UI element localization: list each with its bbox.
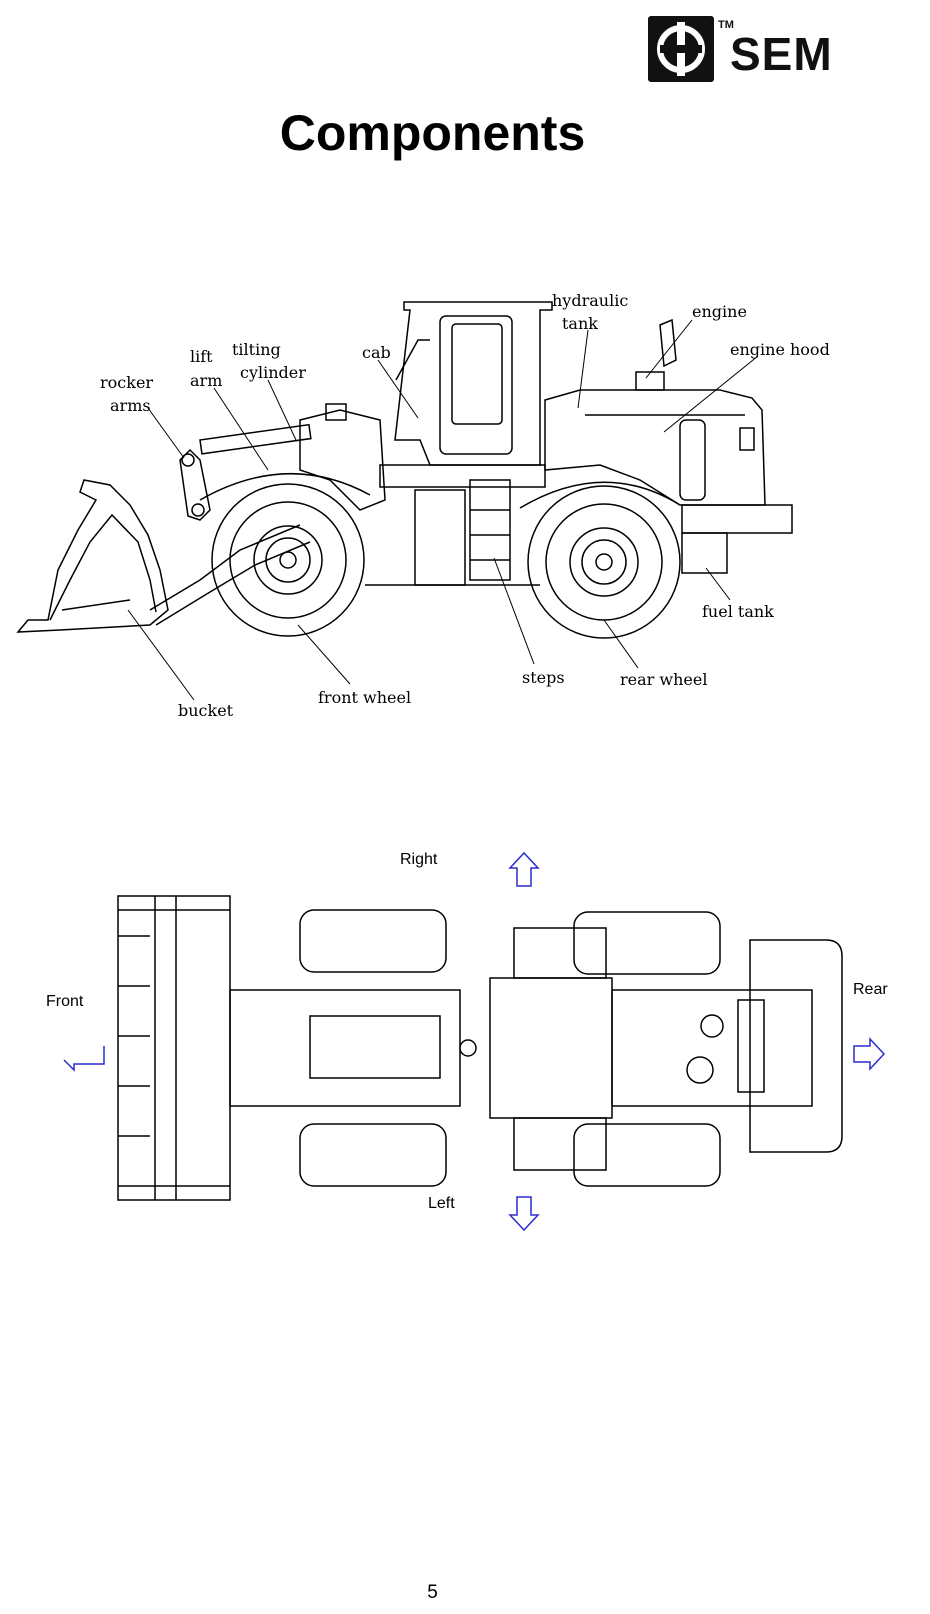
label-rear-wheel: rear wheel — [620, 670, 707, 689]
top-counterweight-shape — [749, 939, 843, 1153]
label-lift-arm-line2: arm — [190, 371, 222, 390]
label-direction-front: Front — [46, 993, 84, 1010]
engine-cap-shape — [635, 371, 665, 391]
mid-tank-shape — [414, 489, 466, 586]
sem-logo: SEM TM — [648, 16, 833, 82]
page-title: Components — [279, 105, 586, 161]
label-tilting-cylinder-line2: cylinder — [240, 363, 306, 382]
loader-side-drawing — [16, 301, 793, 639]
tilt-cylinder-shape — [199, 423, 312, 455]
top-front-left-tyre-shape — [299, 1123, 447, 1187]
label-lift-arm-line1: lift — [190, 347, 213, 366]
arrow-right-icon — [508, 851, 540, 887]
label-hydraulic-tank-line2: tank — [562, 314, 598, 333]
wheel-loader-side-view: rocker arms lift arm tilting cylinder ca… — [16, 291, 830, 720]
label-direction-left: Left — [428, 1195, 455, 1212]
label-tilting-cylinder-line1: tilting — [232, 340, 281, 359]
top-engine-deck-shape — [611, 989, 813, 1107]
bucket-shape — [16, 479, 169, 633]
top-rear-left-tyre-shape — [573, 1123, 721, 1187]
top-front-right-tyre-shape — [299, 909, 447, 973]
label-direction-right: Right — [400, 851, 438, 868]
lift-arm-shape — [149, 524, 301, 611]
arrow-left-icon — [508, 1196, 540, 1232]
direction-arrows — [63, 851, 886, 1232]
counterweight-shape — [681, 504, 793, 534]
top-bucket-shape — [117, 895, 231, 1201]
arrow-front-icon — [63, 1046, 105, 1072]
label-engine: engine — [692, 302, 747, 321]
cab-shape — [394, 301, 553, 466]
wheel-loader-top-view: Right Left Front Rear — [46, 851, 888, 1232]
label-steps: steps — [522, 668, 565, 687]
loader-top-drawing — [117, 895, 843, 1201]
top-rear-frame-shape — [489, 977, 613, 1119]
label-fuel-tank: fuel tank — [702, 602, 774, 621]
steps-shape — [469, 479, 511, 581]
label-direction-rear: Rear — [853, 981, 888, 998]
label-front-wheel: front wheel — [318, 688, 411, 707]
label-bucket: bucket — [178, 701, 234, 720]
label-rocker-arms-line1: rocker — [100, 373, 153, 392]
logo-emblem-gap — [660, 45, 702, 53]
rocker-arm-shape — [179, 448, 211, 521]
label-engine-hood: engine hood — [730, 340, 830, 359]
arrow-rear-icon — [853, 1037, 886, 1071]
label-rocker-arms-line2: arms — [110, 396, 151, 415]
fuel-tank-shape — [681, 532, 728, 574]
label-cab: cab — [362, 343, 391, 362]
label-hydraulic-tank-line1: hydraulic — [552, 291, 628, 310]
top-front-frame-shape — [229, 989, 461, 1107]
rear-wheel-shape — [527, 485, 681, 639]
logo-wordmark: SEM — [730, 28, 833, 80]
leader-lines — [127, 319, 759, 701]
top-rear-right-tyre-shape — [573, 911, 721, 975]
front-wheel-shape — [211, 483, 365, 637]
exhaust-pipe-shape — [659, 318, 677, 368]
logo-trademark: TM — [718, 19, 734, 31]
page-number: 5 — [427, 1582, 438, 1603]
